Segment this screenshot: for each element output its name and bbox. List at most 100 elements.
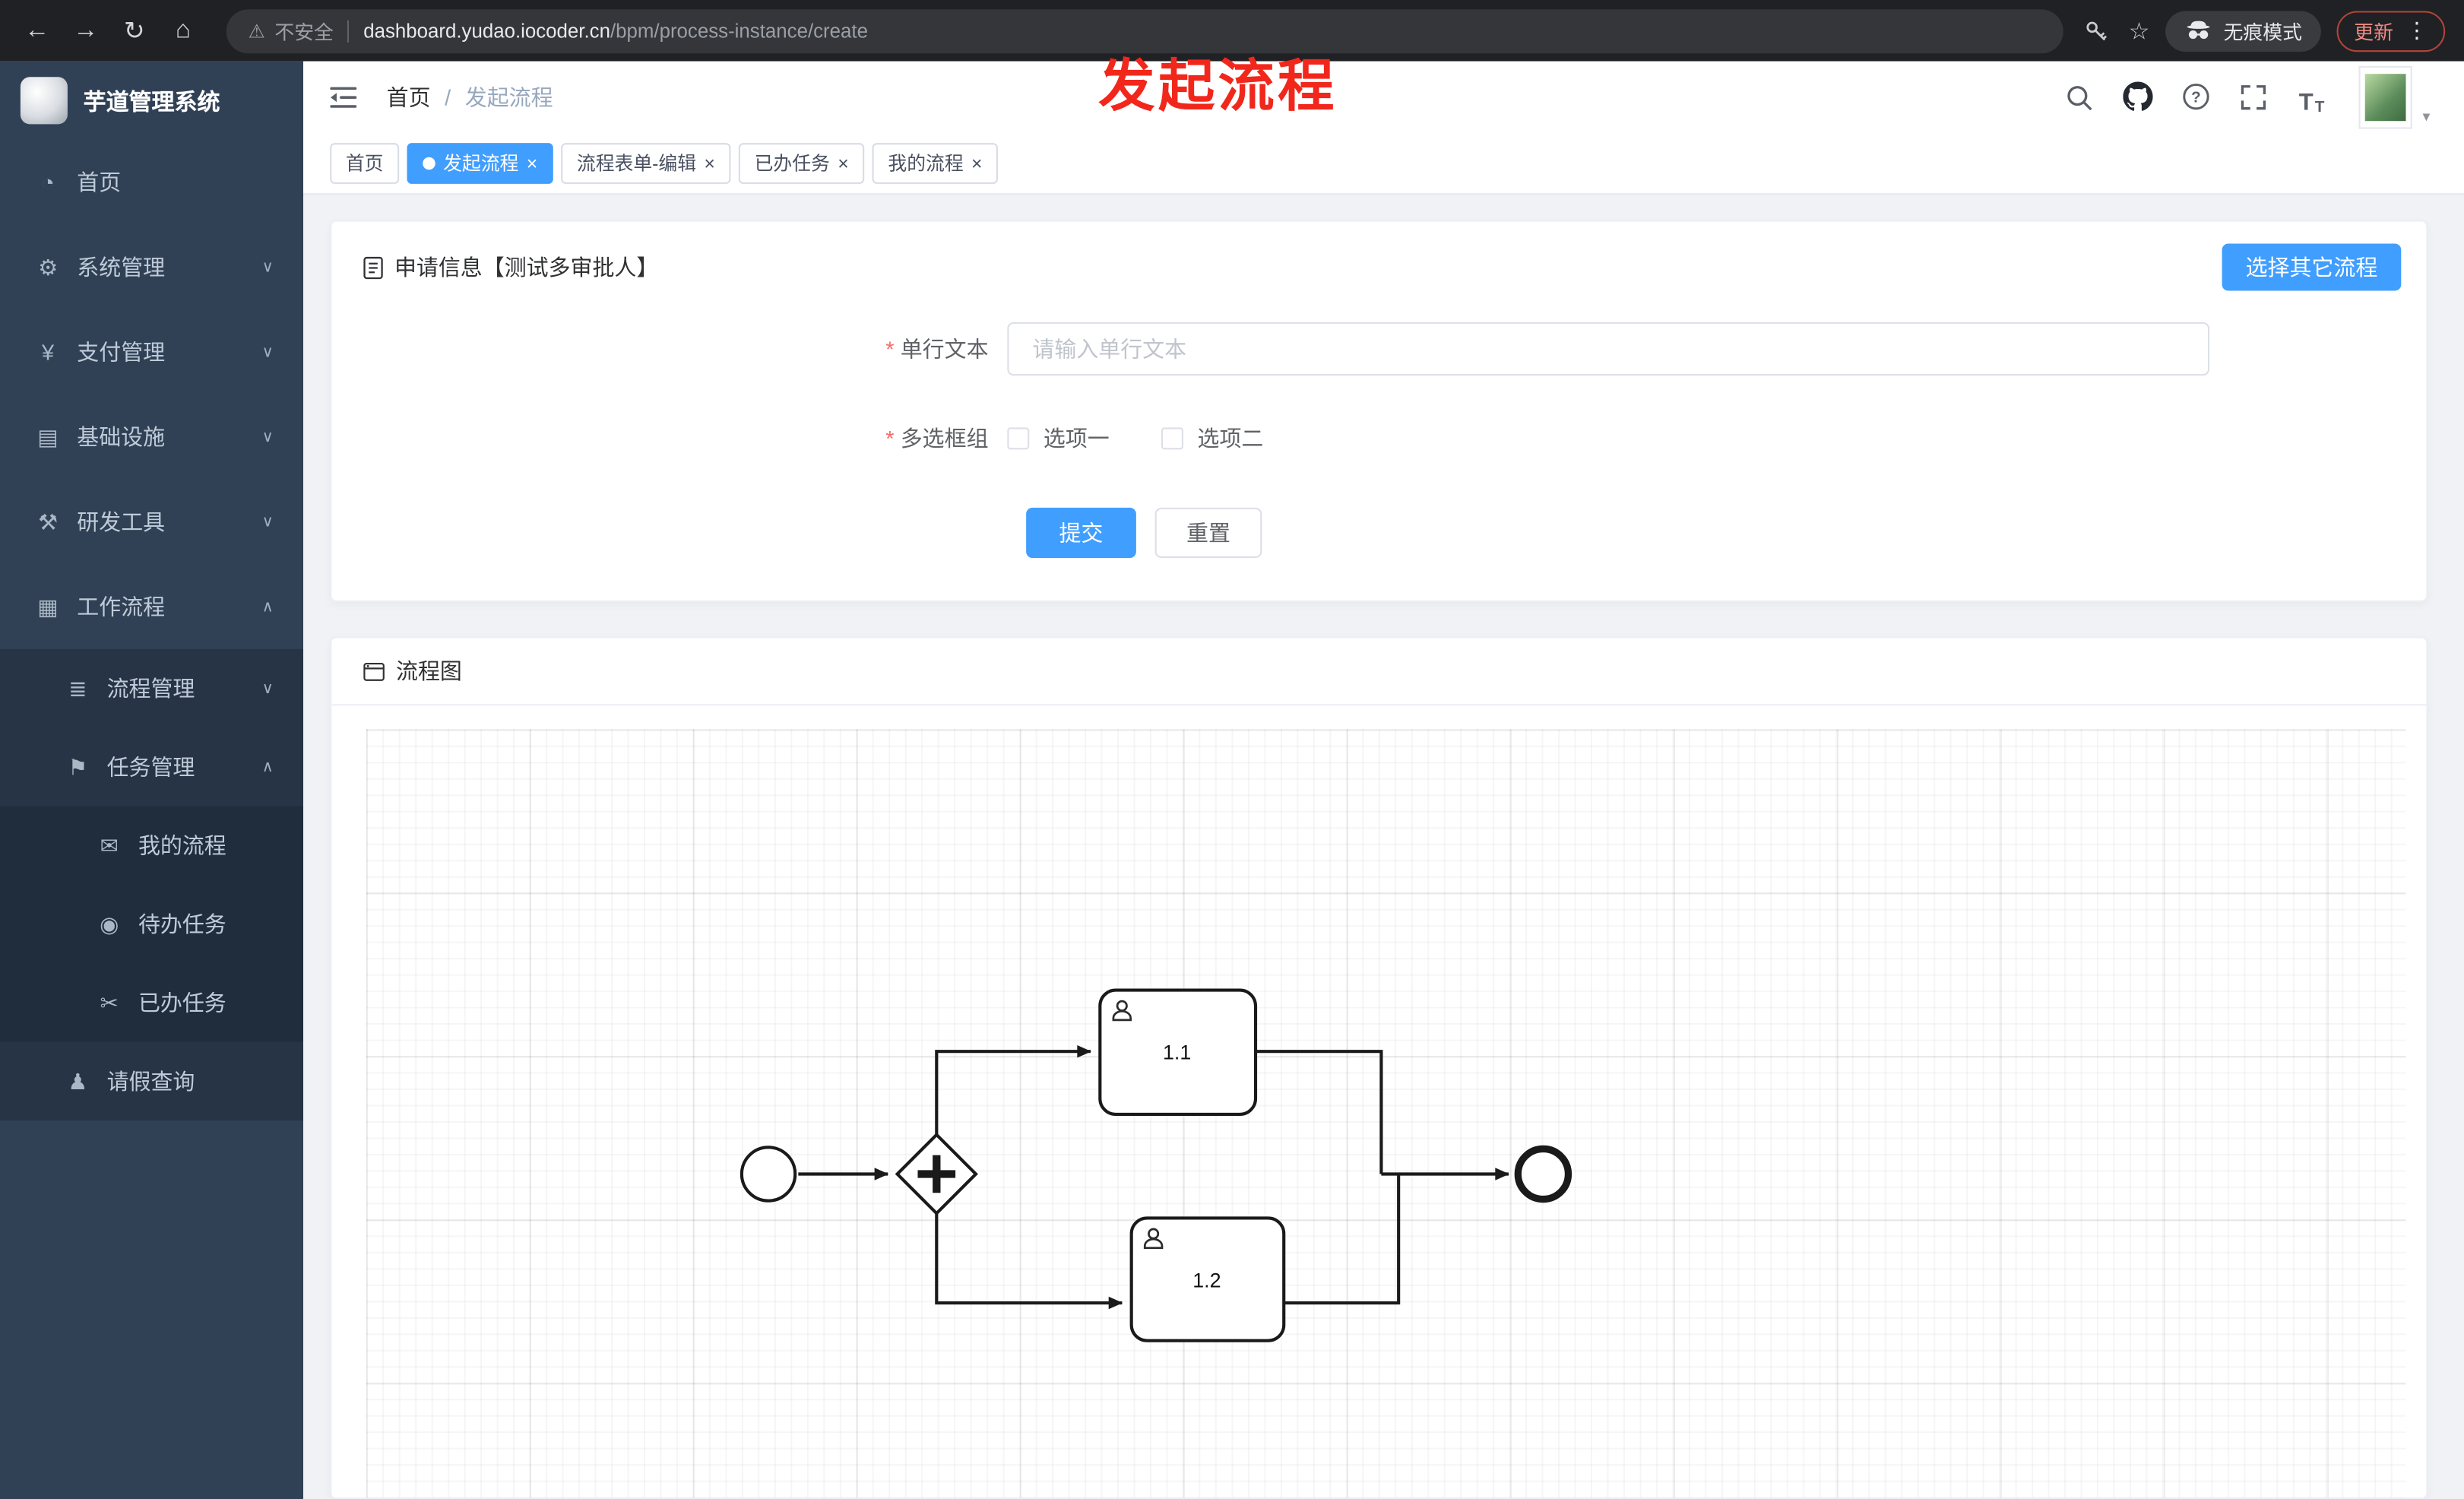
tab-home[interactable]: 首页 <box>330 142 400 183</box>
task-label: 1.2 <box>1192 1269 1221 1291</box>
browser-update-button[interactable]: 更新 ⋮ <box>2336 10 2446 52</box>
chevron-down-icon: ∨ <box>261 343 274 361</box>
user-task-icon <box>1143 1228 1164 1250</box>
key-icon[interactable] <box>2078 12 2112 50</box>
reload-button[interactable]: ↻ <box>123 17 145 45</box>
sidebar-item-home[interactable]: ◔ 首页 <box>0 140 303 225</box>
checkbox-option-1[interactable]: 选项一 <box>1007 423 1110 454</box>
scissors-icon: ✂ <box>100 989 119 1015</box>
sidebar-item-label: 我的流程 <box>138 832 226 858</box>
sidebar-item-process-management[interactable]: ≣ 流程管理 ∨ <box>0 648 304 728</box>
update-label: 更新 <box>2354 21 2393 44</box>
chevron-up-icon: ∧ <box>261 597 274 616</box>
diagram-body: 1.1 1.2 <box>331 705 2426 1498</box>
close-icon[interactable]: × <box>704 151 715 174</box>
card-title: 申请信息【测试多审批人】 <box>363 252 658 283</box>
sidebar-item-leave-query[interactable]: ♟ 请假查询 <box>0 1041 304 1121</box>
sidebar-item-devtools[interactable]: ⚒ 研发工具 ∨ <box>0 480 303 565</box>
search-icon[interactable] <box>2062 78 2096 116</box>
chevron-down-icon: ∨ <box>261 428 274 446</box>
chevron-down-icon: ∨ <box>261 680 274 697</box>
not-secure-warning-icon: ⚠ <box>248 19 265 42</box>
app-logo: 芋道管理系统 <box>0 62 303 140</box>
home-button[interactable]: ⌂ <box>175 16 191 43</box>
sidebar-item-label: 已办任务 <box>138 990 226 1016</box>
fullscreen-icon[interactable] <box>2236 78 2270 116</box>
sidebar-item-todo-tasks[interactable]: ◉ 待办任务 <box>0 885 304 964</box>
plus-icon <box>917 1155 956 1193</box>
checkbox-option-2[interactable]: 选项二 <box>1161 423 1263 454</box>
incognito-badge: 无痕模式 <box>2165 10 2321 52</box>
sidebar-item-label: 基础设施 <box>77 424 166 450</box>
yen-icon: ¥ <box>41 339 55 365</box>
sidebar-item-payment[interactable]: ¥ 支付管理 ∨ <box>0 309 303 395</box>
sidebar-item-label: 研发工具 <box>77 509 166 534</box>
active-dot <box>423 156 435 170</box>
gear-icon: ⚙ <box>38 253 59 279</box>
user-menu[interactable]: ▼ <box>2358 65 2433 128</box>
checkbox-icon[interactable] <box>1007 427 1030 450</box>
single-line-text-input[interactable] <box>1007 322 2210 376</box>
flow-gateway-to-task2 <box>935 1213 1123 1310</box>
sidebar-fold-icon[interactable] <box>328 83 358 111</box>
required-asterisk: * <box>885 336 895 362</box>
close-icon[interactable]: × <box>971 151 983 174</box>
incognito-label: 无痕模式 <box>2223 21 2303 44</box>
flowchart-icon <box>363 661 385 680</box>
reset-button[interactable]: 重置 <box>1154 507 1262 558</box>
select-other-process-button[interactable]: 选择其它流程 <box>2222 243 2402 291</box>
message-icon: ✉ <box>100 832 119 857</box>
start-event <box>740 1146 797 1203</box>
tab-my-process[interactable]: 我的流程 × <box>872 142 999 183</box>
address-bar[interactable]: ⚠ 不安全 dashboard.yudao.iocoder.cn/bpm/pro… <box>226 8 2063 53</box>
user-task-icon <box>1112 1000 1132 1022</box>
tab-form-edit[interactable]: 流程表单-编辑 × <box>561 142 731 183</box>
sidebar-item-system[interactable]: ⚙ 系统管理 ∨ <box>0 225 303 310</box>
submit-button[interactable]: 提交 <box>1026 507 1136 558</box>
checkbox-group-label: *多选框组 <box>885 426 989 452</box>
forward-button[interactable]: → <box>73 16 99 43</box>
list-icon: ≣ <box>68 675 87 701</box>
apply-info-card: 申请信息【测试多审批人】 选择其它流程 *单行文本 *多选框组 <box>330 220 2428 602</box>
sidebar-item-task-management[interactable]: ⚑ 任务管理 ∧ <box>0 727 304 807</box>
sidebar-item-label: 流程管理 <box>106 676 195 702</box>
chevron-up-icon: ∧ <box>261 758 274 776</box>
browser-toolbar: ← → ↻ ⌂ ⚠ 不安全 dashboard.yudao.iocoder.cn… <box>0 0 2464 62</box>
text-field-label: *单行文本 <box>885 336 989 362</box>
breadcrumb: 首页 / 发起流程 <box>387 81 553 112</box>
tab-done-tasks[interactable]: 已办任务 × <box>738 142 865 183</box>
sidebar-item-workflow[interactable]: ▦ 工作流程 ∧ <box>0 564 303 649</box>
sidebar-item-done-tasks[interactable]: ✂ 已办任务 <box>0 963 304 1042</box>
process-diagram-card: 流程图 <box>330 636 2428 1499</box>
back-button[interactable]: ← <box>24 16 50 43</box>
close-icon[interactable]: × <box>526 151 538 174</box>
sidebar-item-label: 请假查询 <box>106 1068 195 1095</box>
checkbox-group: 选项一 选项二 <box>1007 423 1315 454</box>
document-icon <box>363 255 383 279</box>
bookmark-star-icon[interactable]: ☆ <box>2128 17 2150 45</box>
sidebar-item-label: 首页 <box>77 170 122 195</box>
tab-create-process[interactable]: 发起流程 × <box>407 142 553 183</box>
sidebar-item-infrastructure[interactable]: ▤ 基础设施 ∨ <box>0 395 303 480</box>
chevron-down-icon: ∨ <box>261 513 274 531</box>
sidebar-item-label: 支付管理 <box>77 339 166 365</box>
bpmn-diagram: 1.1 1.2 <box>740 988 1572 1342</box>
top-navbar: 首页 / 发起流程 ? <box>303 61 2464 132</box>
github-icon[interactable] <box>2120 78 2154 116</box>
browser-menu-icon[interactable]: ⋮ <box>2405 17 2428 43</box>
sidebar-item-label: 待办任务 <box>138 911 226 937</box>
sidebar-item-my-process[interactable]: ✉ 我的流程 <box>0 806 304 886</box>
close-icon[interactable]: × <box>838 151 849 174</box>
checkbox-icon[interactable] <box>1161 427 1183 450</box>
required-asterisk: * <box>885 426 895 452</box>
logo-avatar <box>20 77 68 125</box>
bpmn-canvas[interactable]: 1.1 1.2 <box>366 729 2406 1498</box>
help-icon[interactable]: ? <box>2178 78 2212 116</box>
card-title: 流程图 <box>396 658 462 684</box>
task-label: 1.1 <box>1163 1041 1191 1064</box>
breadcrumb-home[interactable]: 首页 <box>386 84 431 109</box>
tags-view-bar: 首页 发起流程 × 流程表单-编辑 × 已办任务 × 我的流程 × <box>303 132 2464 195</box>
avatar[interactable] <box>2358 65 2412 128</box>
url-host: dashboard.yudao.iocoder.cn <box>363 19 610 42</box>
